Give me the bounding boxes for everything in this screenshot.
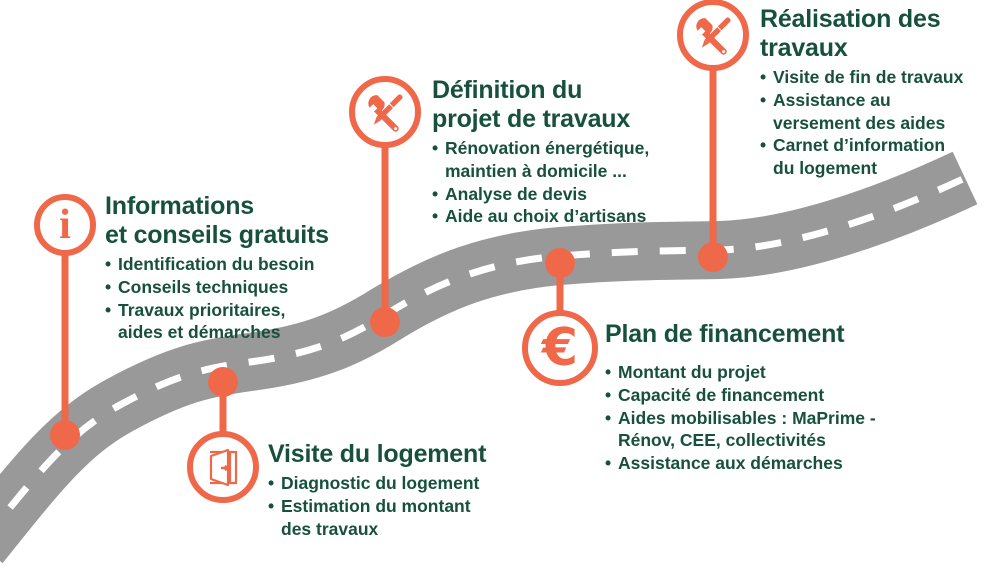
- list-item: Visite de fin de travaux: [760, 66, 1000, 89]
- list-item: Diagnostic du logement: [268, 472, 518, 495]
- list-item: Aides mobilisables : MaPrime - Rénov, CE…: [605, 407, 935, 453]
- step-2-title: Visite du logement: [268, 440, 487, 468]
- step-5-road-marker[interactable]: [698, 242, 728, 272]
- wrench-screwdriver-icon[interactable]: [349, 76, 421, 148]
- step-3-stem: [381, 140, 389, 324]
- step-2-bullets: Diagnostic du logement Estimation du mon…: [268, 472, 518, 540]
- open-door-icon[interactable]: [187, 431, 259, 503]
- list-item: Carnet d’information du logement: [760, 134, 1000, 180]
- step-1-stem: [61, 247, 69, 437]
- step-2-road-marker[interactable]: [208, 367, 238, 397]
- step-4-stem: [556, 263, 564, 321]
- step-5-text: Réalisation des travaux Visite de fin de…: [760, 5, 1000, 180]
- list-item: Capacité de financement: [605, 384, 935, 407]
- step-5-bullets: Visite de fin de travaux Assistance au v…: [760, 66, 1000, 180]
- info-icon-glyph: i: [59, 202, 71, 248]
- euro-icon-glyph: €: [541, 318, 579, 378]
- list-item: Rénovation énergétique, maintien à domic…: [432, 137, 702, 183]
- info-icon[interactable]: i: [34, 194, 96, 256]
- step-4-title: Plan de financement: [605, 320, 845, 348]
- step-3-bullets: Rénovation énergétique, maintien à domic…: [432, 137, 702, 228]
- list-item: Assistance aux démarches: [605, 452, 935, 475]
- step-4-road-marker[interactable]: [545, 248, 575, 278]
- step-3-road-marker[interactable]: [370, 307, 400, 337]
- open-door-icon-glyph: [209, 448, 238, 487]
- step-5-title: Réalisation des travaux: [760, 5, 941, 62]
- euro-icon[interactable]: €: [522, 310, 598, 386]
- wrench-screwdriver-icon[interactable]: [677, 0, 749, 71]
- step-2-stem: [219, 382, 227, 437]
- list-item: Assistance au versement des aides: [760, 89, 1000, 135]
- list-item: Analyse de devis: [432, 183, 702, 206]
- step-5-stem: [709, 62, 717, 258]
- list-item: Identification du besoin: [105, 253, 365, 276]
- step-4-bullets: Montant du projet Capacité de financemen…: [605, 361, 935, 475]
- step-4-text: Plan de financement Montant du projet Ca…: [605, 320, 935, 475]
- step-3-title: Définition du projet de travaux: [432, 76, 631, 133]
- list-item: Montant du projet: [605, 361, 935, 384]
- list-item: Estimation du montant des travaux: [268, 495, 518, 541]
- step-1-bullets: Identification du besoin Conseils techni…: [105, 253, 365, 344]
- list-item: Travaux prioritaires, aides et démarches: [105, 299, 365, 345]
- list-item: Aide au choix d’artisans: [432, 205, 702, 228]
- wrench-screwdriver-icon-glyph: [696, 17, 731, 55]
- list-item: Conseils techniques: [105, 276, 365, 299]
- wrench-screwdriver-icon-glyph: [368, 94, 403, 132]
- step-2-text: Visite du logement Diagnostic du logemen…: [268, 440, 518, 540]
- step-3-text: Définition du projet de travaux Rénovati…: [432, 76, 702, 228]
- step-1-title: Informations et conseils gratuits: [105, 192, 329, 249]
- step-1-road-marker[interactable]: [50, 420, 80, 450]
- step-1-text: Informations et conseils gratuits Identi…: [105, 192, 365, 344]
